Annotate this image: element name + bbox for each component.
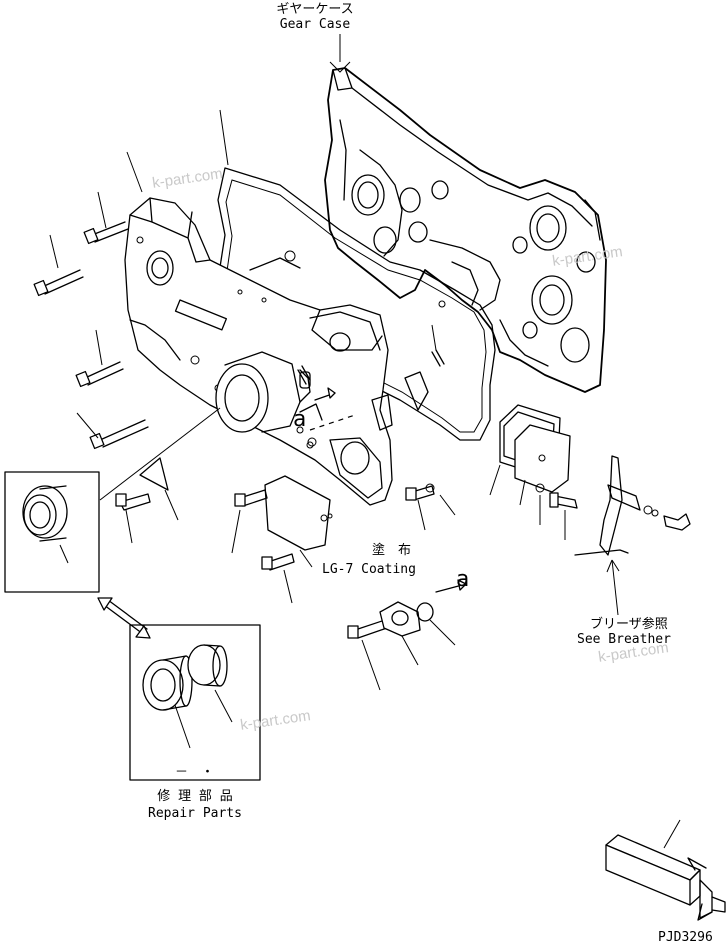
gear-case xyxy=(324,67,607,393)
reference-arrows xyxy=(309,387,629,593)
repair-box-mark: － ・ xyxy=(175,765,215,780)
leader-lines xyxy=(49,34,681,849)
bolts xyxy=(33,221,578,639)
detail-box-seal xyxy=(4,471,100,593)
gear-case-label-jp: ギヤーケース xyxy=(276,2,354,17)
coating-label-en: LG-7 Coating xyxy=(322,562,416,577)
installer-tool xyxy=(605,834,726,921)
gear-case-label-en: Gear Case xyxy=(279,17,351,32)
breather-flange xyxy=(379,601,434,637)
drawing-id: PJD3296 xyxy=(658,930,713,945)
reference-marker-a-upper: a xyxy=(293,407,307,432)
small-cover-plates xyxy=(139,371,571,551)
repair-parts-label-jp: 修 理 部 品 xyxy=(157,789,233,804)
detail-box-repair xyxy=(129,624,261,781)
front-cover xyxy=(124,197,393,506)
reference-marker-a-lower: a xyxy=(456,567,470,592)
breather-pipe xyxy=(599,455,691,556)
repair-parts-label-en: Repair Parts xyxy=(148,806,242,821)
swap-arrow xyxy=(97,597,151,639)
coating-label-jp: 塗 布 xyxy=(372,543,412,558)
breather-label-en: See Breather xyxy=(577,632,671,647)
breather-label-jp: ブリーザ参照 xyxy=(590,617,668,632)
